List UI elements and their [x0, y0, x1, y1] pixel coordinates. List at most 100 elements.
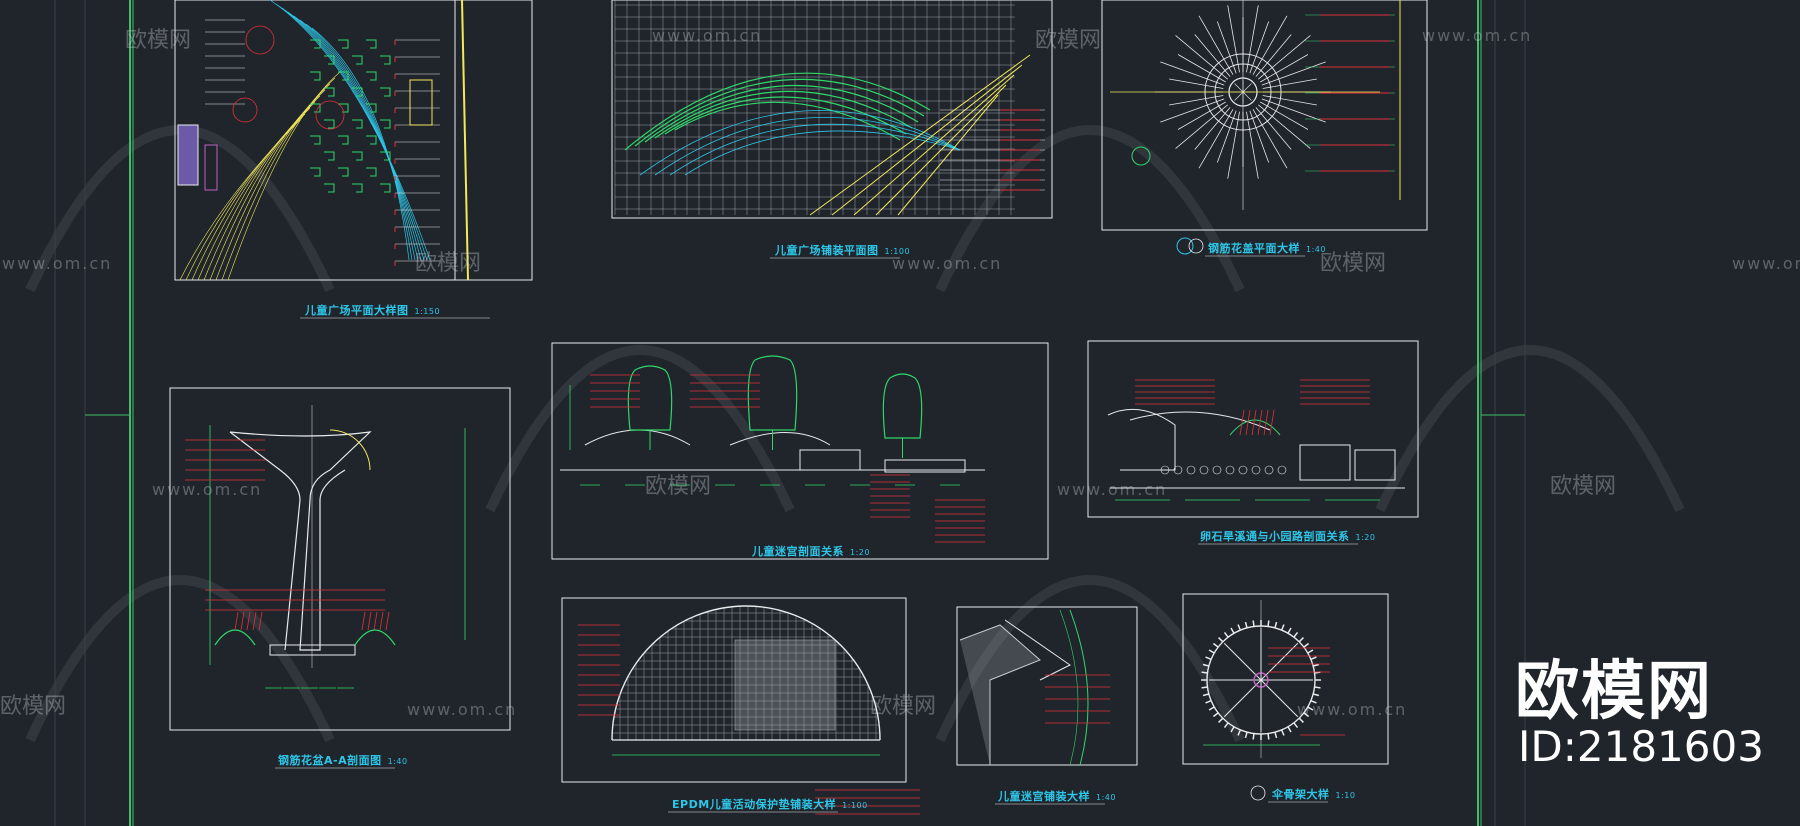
- umbrella-tooth: [1307, 706, 1314, 711]
- umbrella-tooth: [1312, 663, 1320, 667]
- border-curve: [1059, 609, 1079, 766]
- umbrella-tooth: [1287, 627, 1292, 634]
- planter-spoke: [1175, 35, 1228, 80]
- watermark-arcs: [25, 125, 1685, 743]
- watermark: 欧模网: [1550, 474, 1617, 499]
- maze-wall: [338, 167, 349, 177]
- planter-spoke: [1258, 35, 1311, 80]
- watermark: 欧模网: [645, 474, 712, 499]
- pebble: [1238, 465, 1248, 475]
- contour-line: [281, 7, 425, 261]
- contour-line: [299, 19, 416, 261]
- umbrella-tooth: [1201, 671, 1208, 674]
- contour-line: [269, 0, 431, 261]
- umbrella-tooth: [1218, 717, 1224, 723]
- pebble: [1160, 465, 1170, 475]
- maze-wall: [380, 151, 391, 161]
- paving-edge: [853, 74, 1015, 216]
- umbrella-tooth: [1208, 649, 1215, 654]
- watermark-url: www.om.cn: [1297, 700, 1408, 719]
- maze-wall: [324, 55, 335, 65]
- brand-logo-text: 欧模网: [1515, 655, 1713, 729]
- watermark-url: www.om.cn: [892, 254, 1003, 273]
- planter-spoke: [1177, 101, 1226, 130]
- umbrella-tooth: [1293, 631, 1299, 638]
- planter-spoke: [1252, 109, 1288, 169]
- umbrella-tooth: [1244, 621, 1248, 629]
- planter-stem: [229, 431, 301, 651]
- panel-frame: [561, 597, 907, 783]
- umbrella-tooth: [1237, 729, 1242, 736]
- umbrella-tooth: [1267, 733, 1270, 740]
- umbrella-tooth: [1252, 733, 1255, 740]
- path-block: [1299, 444, 1351, 481]
- watermark: 欧模网: [0, 694, 67, 719]
- sheet-frame: [54, 0, 1526, 826]
- maze-wall: [380, 119, 391, 129]
- plant-symbol: [354, 629, 396, 646]
- watermark: 欧模网: [125, 28, 192, 53]
- planter-spoke: [1227, 111, 1240, 179]
- paving-plan-panel: [611, 0, 1053, 219]
- maze-path: [669, 123, 961, 176]
- maze-path: [654, 90, 913, 139]
- planter-spoke: [1258, 104, 1311, 149]
- panel-frame: [1101, 0, 1428, 231]
- maze-wall: [380, 55, 391, 65]
- maze-wall: [352, 87, 363, 97]
- structure-block: [204, 144, 218, 191]
- planter-spoke: [1252, 15, 1288, 75]
- planter-spoke: [1216, 110, 1237, 163]
- maze-wall: [366, 71, 377, 81]
- mound-outline: [729, 432, 831, 446]
- watermark-arc: [25, 575, 335, 743]
- tree-symbol: [245, 25, 275, 55]
- maze-wall: [324, 87, 335, 97]
- umbrella-tooth: [1312, 693, 1320, 697]
- maze-wall: [338, 135, 349, 145]
- panel-frame: [1087, 340, 1419, 518]
- panel-frame: [1182, 593, 1389, 765]
- tree-canopy: [882, 373, 923, 439]
- plant-leaf: [373, 611, 378, 631]
- pebble: [1277, 465, 1287, 475]
- pebble: [1264, 465, 1274, 475]
- detail-symbol: [1176, 237, 1194, 255]
- planter-spoke: [1169, 78, 1224, 89]
- watermark-url: www.om.cn: [652, 26, 763, 45]
- planter-spoke: [1249, 21, 1270, 74]
- watermark-arc: [1375, 345, 1685, 513]
- umbrella-rib: [1223, 642, 1262, 681]
- umbrella-tooth: [1287, 726, 1292, 733]
- planter-section-panel: [169, 387, 511, 731]
- watermark-url: www.om.cn: [152, 480, 263, 499]
- watermark-arc: [935, 125, 1245, 293]
- umbrella-tooth: [1212, 642, 1219, 648]
- umbrella-tooth: [1303, 712, 1310, 718]
- section-symbol: [1131, 146, 1151, 166]
- planter-spoke: [1216, 21, 1237, 74]
- panel-frame: [169, 387, 511, 731]
- maze-wall: [352, 151, 363, 161]
- umbrella-tooth: [1205, 656, 1212, 661]
- planter-spoke: [1160, 61, 1225, 86]
- maze-wall: [324, 183, 335, 193]
- watermark-url: www.om.cn: [1057, 480, 1168, 499]
- maze-path: [624, 72, 931, 151]
- maze-path: [654, 116, 961, 176]
- dome-outline: [611, 605, 881, 741]
- maze-wall: [366, 167, 377, 177]
- watermark-url: www.om.cn: [1422, 26, 1533, 45]
- epdm-pattern: [734, 639, 836, 731]
- plaza-plan-panel: [174, 0, 533, 281]
- umbrella-rib: [1260, 679, 1299, 718]
- paving-block: [799, 449, 861, 471]
- plant-leaf: [1251, 409, 1257, 436]
- maze-wall: [338, 39, 349, 49]
- umbrella-tooth: [1205, 699, 1212, 704]
